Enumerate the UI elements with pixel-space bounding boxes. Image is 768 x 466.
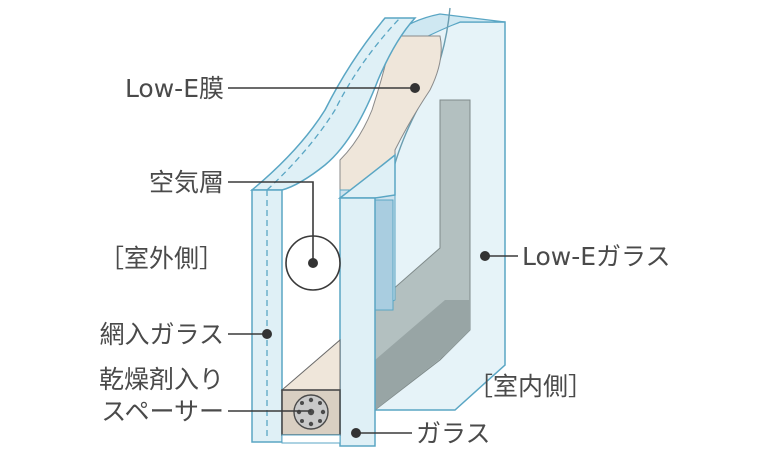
spacer-top bbox=[280, 338, 341, 391]
desiccant-beads bbox=[296, 397, 326, 427]
desiccant-spacer bbox=[280, 338, 341, 444]
label-low-e-film: Low-E膜 bbox=[125, 74, 224, 103]
inner-pane-shadow bbox=[375, 300, 470, 410]
label-wired-glass: 網入ガラス bbox=[99, 320, 224, 349]
indoor-front-glass-top bbox=[337, 153, 396, 199]
middle-blue-strip bbox=[374, 199, 394, 311]
dot-air-layer bbox=[308, 258, 318, 268]
leader-air-layer bbox=[228, 181, 314, 263]
wire-mesh-line bbox=[266, 17, 401, 440]
dot-glass bbox=[351, 428, 361, 438]
label-spacer-line2: スペーサー bbox=[101, 397, 224, 426]
label-indoor-side: ［室内側］ bbox=[468, 372, 593, 401]
dot-low-e-glass bbox=[480, 251, 490, 261]
dot-low-e-film bbox=[410, 83, 420, 93]
indoor-front-glass bbox=[337, 153, 396, 447]
label-outdoor-side: ［室外側］ bbox=[99, 244, 224, 273]
dot-wired-glass bbox=[262, 329, 272, 339]
spacer-base bbox=[281, 434, 341, 444]
label-glass: ガラス bbox=[416, 419, 491, 448]
label-low-e-glass: Low-Eガラス bbox=[522, 242, 671, 271]
indoor-front-glass-face bbox=[339, 197, 376, 447]
leader-lines bbox=[228, 83, 518, 438]
wired-glass-top-curve bbox=[249, 17, 417, 191]
label-spacer-line1: 乾燥剤入り bbox=[99, 365, 224, 394]
wired-glass-pane bbox=[249, 17, 417, 443]
label-air-layer: 空気層 bbox=[149, 168, 224, 197]
